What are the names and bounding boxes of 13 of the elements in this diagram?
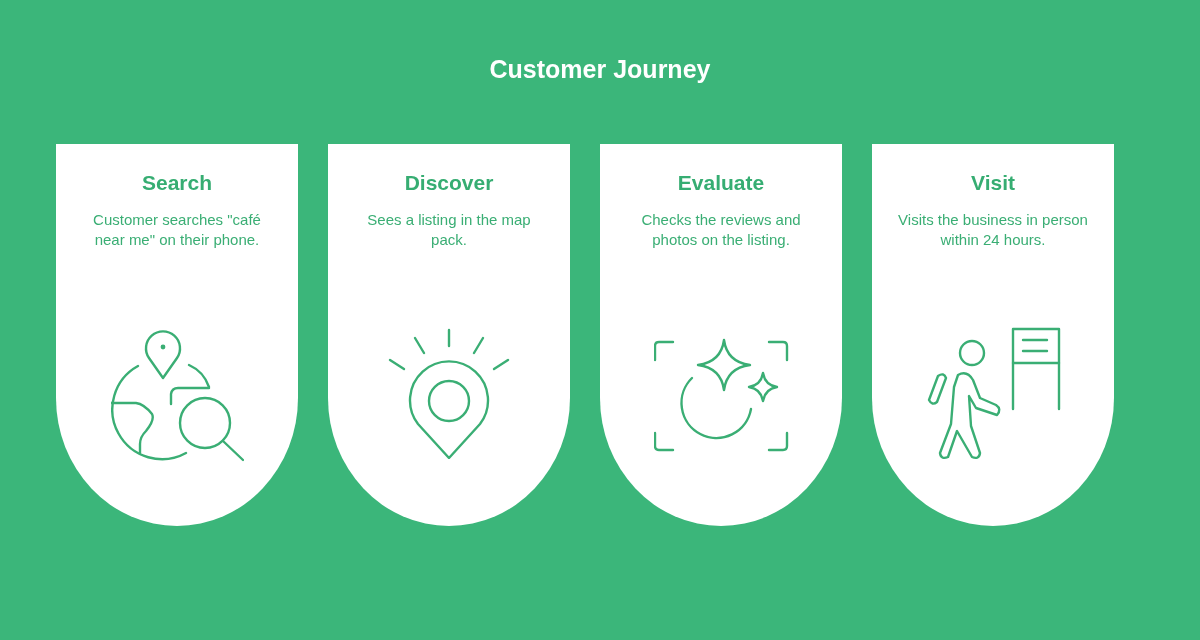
step-card — [600, 144, 842, 526]
step-card — [872, 144, 1114, 526]
step-heading: Search — [141, 170, 212, 196]
step-heading: Discover — [404, 170, 494, 196]
step-description: Sees a listing in the map pack. — [366, 210, 532, 250]
diagram-title: Customer Journey — [489, 55, 711, 84]
step-card — [56, 144, 298, 526]
step-description: Customer searches "café near me" on their phone. — [92, 210, 262, 250]
step-description: Checks the reviews and photos on the listing. — [640, 210, 802, 250]
step-heading: Visit — [971, 170, 1015, 196]
step-card — [328, 144, 570, 526]
step-heading: Evaluate — [677, 170, 765, 196]
step-description: Visits the business in person within 24 hours. — [897, 210, 1089, 250]
